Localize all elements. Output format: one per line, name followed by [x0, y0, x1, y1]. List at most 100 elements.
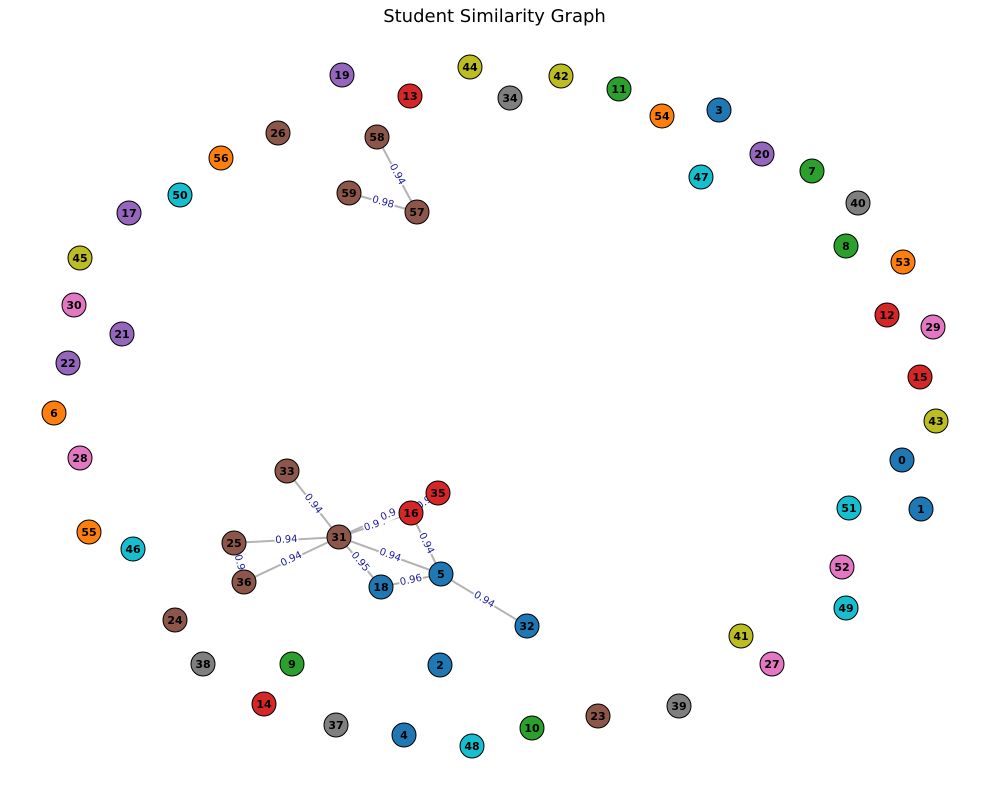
- node-label: 10: [524, 722, 540, 735]
- edge-label-group: 0.94: [415, 529, 438, 557]
- node-17: 17: [116, 200, 142, 226]
- node-label: 41: [733, 630, 748, 643]
- node-circle: [329, 62, 355, 88]
- node-1: 1: [908, 496, 934, 522]
- node-18: 18: [368, 574, 394, 600]
- node-circle: [41, 400, 67, 426]
- node-31: 31: [326, 524, 352, 550]
- node-circle: [666, 693, 692, 719]
- node-49: 49: [833, 595, 859, 621]
- node-label: 32: [519, 620, 534, 633]
- node-label: 14: [256, 698, 272, 711]
- node-circle: [274, 458, 300, 484]
- node-label: 52: [834, 561, 849, 574]
- node-label: 2: [436, 659, 444, 672]
- node-3: 3: [706, 97, 732, 123]
- node-48: 48: [459, 733, 485, 759]
- node-19: 19: [329, 62, 355, 88]
- node-36: 36: [231, 569, 257, 595]
- node-circle: [364, 124, 390, 150]
- node-circle: [55, 350, 81, 376]
- node-label: 51: [841, 502, 856, 515]
- node-label: 37: [328, 719, 343, 732]
- nodes-layer: 0123456789101112131415161718192021222324…: [41, 54, 949, 759]
- edge-label-background: [274, 532, 299, 547]
- node-label: 13: [402, 90, 417, 103]
- node-label: 49: [838, 602, 853, 615]
- node-label: 22: [60, 357, 75, 370]
- edge-label-group: 0.9: [230, 549, 249, 576]
- node-circle: [120, 536, 146, 562]
- node-0: 0: [889, 447, 915, 473]
- node-34: 34: [497, 85, 523, 111]
- node-circle: [920, 314, 946, 340]
- node-circle: [404, 199, 430, 225]
- node-28: 28: [67, 445, 93, 471]
- node-11: 11: [606, 76, 632, 102]
- node-27: 27: [759, 651, 785, 677]
- node-40: 40: [845, 190, 871, 216]
- node-circle: [514, 613, 540, 639]
- node-label: 40: [850, 197, 866, 210]
- node-circle: [116, 200, 142, 226]
- node-circle: [190, 651, 216, 677]
- node-label: 3: [715, 104, 723, 117]
- edge-label-group: 0.94: [376, 544, 404, 566]
- node-label: 44: [462, 61, 478, 74]
- node-circle: [845, 190, 871, 216]
- edge-label-background: [277, 548, 305, 571]
- node-circle: [459, 733, 485, 759]
- node-circle: [457, 54, 483, 80]
- node-circle: [548, 63, 574, 89]
- node-label: 33: [279, 465, 294, 478]
- node-50: 50: [167, 182, 193, 208]
- node-label: 29: [925, 321, 940, 334]
- edge-weight-label: 0.94: [275, 534, 298, 546]
- node-9: 9: [279, 651, 305, 677]
- node-circle: [833, 595, 859, 621]
- node-58: 58: [364, 124, 390, 150]
- node-circle: [323, 712, 349, 738]
- node-label: 23: [590, 710, 605, 723]
- node-circle: [688, 164, 714, 190]
- node-circle: [749, 141, 775, 167]
- node-25: 25: [221, 530, 247, 556]
- node-circle: [428, 561, 454, 587]
- node-circle: [907, 364, 933, 390]
- node-circle: [833, 233, 859, 259]
- node-label: 42: [553, 70, 568, 83]
- node-circle: [231, 569, 257, 595]
- node-label: 8: [842, 240, 850, 253]
- node-label: 39: [671, 700, 686, 713]
- edge-label-background: [397, 571, 424, 589]
- node-13: 13: [397, 83, 423, 109]
- edge-label-background: [374, 503, 402, 526]
- node-circle: [606, 76, 632, 102]
- node-label: 50: [172, 189, 188, 202]
- node-15: 15: [907, 364, 933, 390]
- node-51: 51: [836, 495, 862, 521]
- node-circle: [167, 182, 193, 208]
- node-circle: [162, 607, 188, 633]
- edge-label-group: 0.94: [274, 532, 299, 547]
- node-label: 35: [430, 487, 445, 500]
- node-label: 12: [879, 309, 894, 322]
- node-43: 43: [923, 408, 949, 434]
- node-circle: [336, 180, 362, 206]
- node-56: 56: [208, 145, 234, 171]
- edge-label-group: 0.9: [374, 503, 402, 526]
- node-23: 23: [585, 703, 611, 729]
- node-label: 26: [270, 127, 286, 140]
- node-41: 41: [728, 623, 754, 649]
- node-33: 33: [274, 458, 300, 484]
- graph-title: Student Similarity Graph: [383, 6, 606, 27]
- node-52: 52: [829, 554, 855, 580]
- node-circle: [706, 97, 732, 123]
- node-circle: [829, 554, 855, 580]
- node-circle: [889, 447, 915, 473]
- node-label: 38: [195, 658, 210, 671]
- node-label: 34: [502, 92, 518, 105]
- node-label: 18: [373, 581, 388, 594]
- node-label: 45: [72, 252, 87, 265]
- edge-label-group: 0.98: [369, 192, 397, 212]
